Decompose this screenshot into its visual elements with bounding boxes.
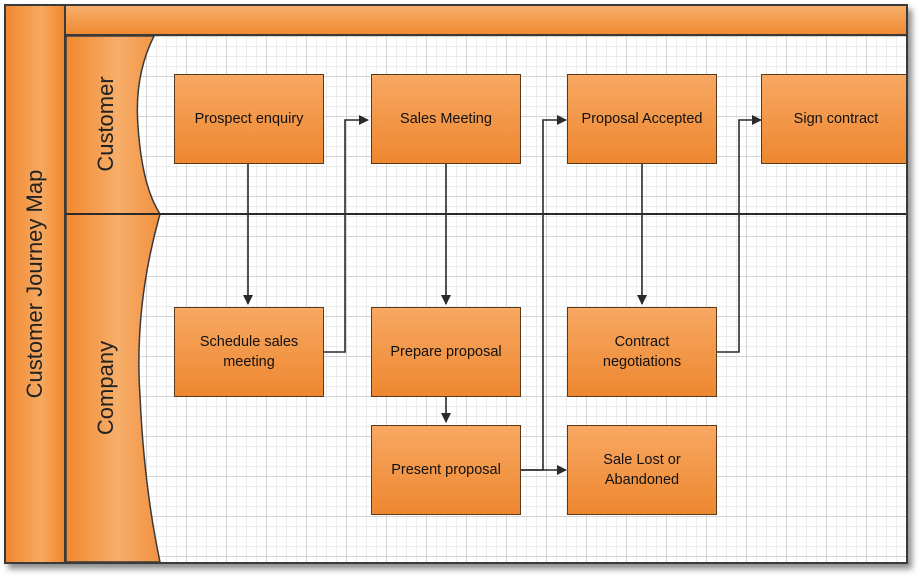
step-contract-negotiations[interactable]: Contract negotiations: [567, 307, 717, 397]
step-label: Contract negotiations: [602, 334, 682, 370]
step-sale-lost-or-abandoned[interactable]: Sale Lost or Abandoned: [567, 425, 717, 515]
diagram-canvas: [64, 6, 906, 562]
step-label: Sales Meeting: [400, 111, 492, 127]
lane-header-company: [65, 213, 161, 562]
lane-header-customer: [65, 35, 162, 215]
step-label: Sign contract: [793, 111, 879, 127]
step-sales-meeting[interactable]: Sales Meeting: [371, 74, 521, 164]
connector-present-to-accepted: [521, 115, 567, 471]
step-sign-contract[interactable]: Sign contract: [761, 74, 906, 164]
swimlane-diagram: Customer Journey Map: [4, 4, 908, 564]
lane-label-company: Company: [93, 340, 118, 436]
step-label: Prepare proposal: [390, 344, 502, 360]
connector-schedule-to-meeting: [324, 115, 369, 353]
step-label: Present proposal: [391, 462, 501, 478]
connector-negotiations-to-sign: [717, 115, 762, 353]
step-prospect-enquiry[interactable]: Prospect enquiry: [174, 74, 324, 164]
lane-label-customer: Customer: [93, 76, 118, 172]
step-proposal-accepted[interactable]: Proposal Accepted: [567, 74, 717, 164]
step-label: Schedule sales meeting: [199, 334, 299, 370]
step-label: Prospect enquiry: [194, 111, 304, 127]
step-prepare-proposal[interactable]: Prepare proposal: [371, 307, 521, 397]
step-schedule-sales-meeting[interactable]: Schedule sales meeting: [174, 307, 324, 397]
step-present-proposal[interactable]: Present proposal: [371, 425, 521, 515]
header-band: [66, 6, 906, 36]
step-label: Proposal Accepted: [581, 111, 703, 127]
step-label: Sale Lost or Abandoned: [603, 452, 681, 488]
